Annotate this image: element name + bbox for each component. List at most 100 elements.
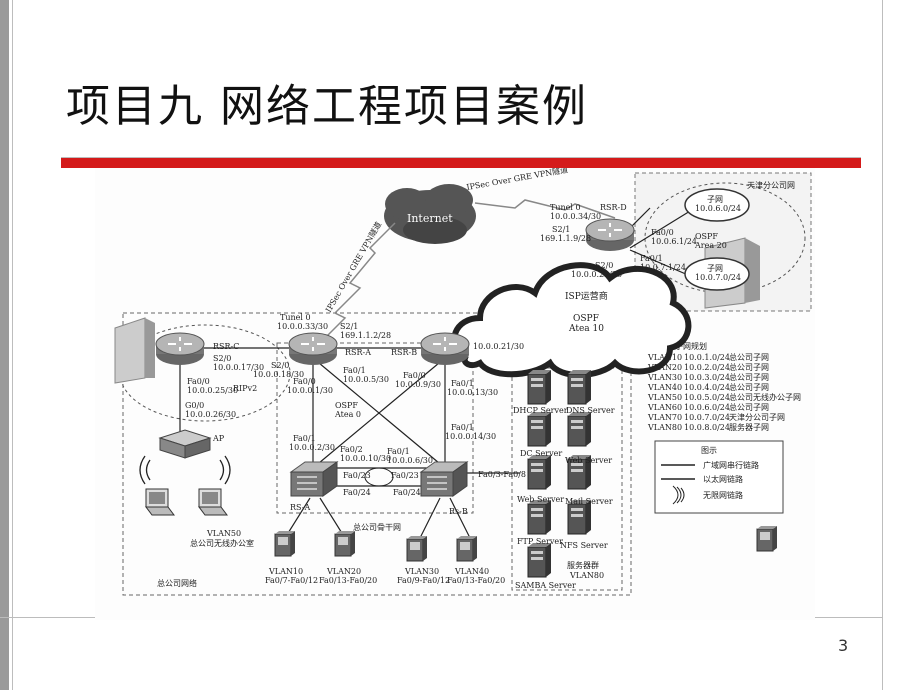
- core-ospf: OSPF: [335, 401, 358, 410]
- dns-server-label: DNS Server: [566, 406, 615, 415]
- vlan40-ports: Fa0/13-Fa0/20: [447, 576, 505, 585]
- dc-server-icon: [527, 411, 552, 447]
- vlan20-ports: Fa0/13-Fa0/20: [319, 576, 377, 585]
- rsb-fa01-ip: 10.0.0.6/30: [387, 456, 433, 465]
- rsrd-fa00: Fa0/0: [651, 228, 674, 237]
- switch-rs-b-icon: [420, 461, 468, 497]
- samba-server-icon: [527, 542, 552, 578]
- router-rsr-b-icon: [420, 332, 470, 366]
- rsrd-s21-ip: 169.1.1.9/28: [540, 234, 591, 243]
- tianjin-subnet2: 子网: [707, 264, 723, 273]
- internet-cloud: [384, 184, 476, 244]
- rsrb-fa00-ip: 10.0.0.9/30: [395, 380, 441, 389]
- plan-row-net: 10.0.6.0/24: [684, 403, 730, 412]
- legend-title: 图示: [701, 446, 717, 455]
- rsrd-s20-ip: 10.0.0.22/30: [571, 270, 622, 279]
- nfs-server-label: NFS Server: [560, 541, 608, 550]
- rsrd-fa01: Fa0/1: [640, 254, 663, 263]
- rsrd-tunel: Tunel 0: [550, 203, 581, 212]
- server-group-label: 服务器群: [567, 560, 599, 570]
- rsrd-tunel-ip: 10.0.0.34/30: [550, 212, 601, 221]
- rsra-s21: S2/1: [340, 322, 358, 331]
- wireless-vlan: VLAN50: [206, 529, 241, 538]
- router-rsr-d-icon: [585, 218, 635, 252]
- router-rsr-c-icon: [155, 332, 205, 366]
- rsrd-fa00-ip: 10.0.6.1/24: [651, 237, 697, 246]
- aggregation-ring: [364, 467, 394, 487]
- server-region: [511, 367, 623, 591]
- rsrb-fa01-ip: 10.0.0.13/30: [447, 388, 498, 397]
- rsa-fa01-ip: 10.0.0.2/30: [289, 443, 335, 452]
- plan-row-desc: 服务器子网: [729, 422, 769, 432]
- rsrc-s20: S2/0: [213, 354, 231, 363]
- tianjin-subnet1-ip: 10.0.6.0/24: [695, 204, 741, 213]
- plan-row-vlan: VLAN70: [647, 413, 682, 422]
- plan-row-vlan: VLAN80: [647, 423, 682, 432]
- tianjin-title: 天津分公司网: [747, 180, 795, 190]
- rsra-fa00-ip: 10.0.0.1/30: [287, 386, 333, 395]
- tunnel-link-d: [474, 199, 616, 219]
- pc-icon: [456, 535, 478, 562]
- pc-icon: [274, 530, 296, 557]
- plan-row-desc: 总公司子网: [729, 352, 769, 362]
- rsrd-fa01-ip: 10.0.7.1/24: [640, 263, 686, 272]
- rsa-fa02: Fa0/2: [340, 445, 363, 454]
- dns-server-icon: [567, 369, 592, 405]
- tianjin-ospf: OSPF: [695, 232, 718, 241]
- ftp-server-label: FTP Server: [517, 537, 563, 546]
- tianjin-subnet2-ip: 10.0.7.0/24: [695, 273, 741, 282]
- rsra-tunel-ip: 10.0.0.33/30: [277, 322, 328, 331]
- plan-row-vlan: VLAN10: [647, 353, 682, 362]
- rsb-fa023: Fa0/23: [391, 471, 419, 480]
- tianjin-subnet1-cloud: [684, 188, 750, 222]
- ap-g00: G0/0: [185, 401, 204, 410]
- rsra-s20-ip: 10.0.0.18/30: [253, 370, 304, 379]
- rsb-fa01b: Fa0/1: [451, 423, 474, 432]
- vlan30-name: VLAN30: [404, 567, 439, 576]
- rsb-name: Rs-B: [449, 507, 468, 516]
- rsra-fa00: Fa0/0: [293, 377, 316, 386]
- core-area: Atea 0: [334, 410, 361, 419]
- isp-area-label: Atea 10: [568, 324, 604, 334]
- rsra-tunel: Tunel 0: [280, 313, 311, 322]
- rsrb-s20-ip: 10.0.0.21/30: [473, 342, 524, 351]
- ethernet-links: [179, 207, 696, 539]
- rsa-fa02-ip: 10.0.0.10/30: [340, 454, 391, 463]
- rsrb-name: RSR-B: [391, 348, 417, 357]
- rsrc-name: RSR-C: [213, 342, 239, 351]
- router-rsr-a-icon: [288, 332, 338, 366]
- pc-icon: [406, 535, 428, 562]
- web-server-icon: [527, 454, 552, 490]
- wireless-waves-icon: [139, 455, 231, 485]
- subnet-plan-table: 子网规划 VLAN10 10.0.1.0/24 总公司子网 VLAN20 10.…: [647, 341, 801, 432]
- rsb-fa038: Fa0/3-Fa0/8: [478, 470, 526, 479]
- web-server-label: Web Server: [565, 456, 612, 465]
- rsrc-fa00: Fa0/0: [187, 377, 210, 386]
- mail-server-label: Mail Server: [565, 497, 613, 506]
- ap-name: AP: [212, 434, 225, 443]
- rsra-s21-ip: 169.1.1.2/28: [340, 331, 391, 340]
- plan-row-net: 10.0.7.0/24: [684, 413, 730, 422]
- plan-row-desc: 总公司无线办公子网: [729, 392, 801, 402]
- backbone-label: 总公司骨干网: [353, 522, 401, 532]
- slide-title: 项目九 网络工程项目案例: [66, 81, 588, 132]
- left-edge-line: [12, 0, 13, 690]
- vlan30-ports: Fa0/9-Fa0/12: [397, 576, 450, 585]
- plan-row-net: 10.0.5.0/24: [684, 393, 730, 402]
- rsra-fa01-ip: 10.0.0.5/30: [343, 375, 389, 384]
- tianjin-subnet1: 子网: [707, 195, 723, 204]
- rsrd-name: RSR-D: [600, 203, 627, 212]
- web-server2-label: Web Server: [517, 495, 564, 504]
- legend-wireless: 无限网链路: [703, 490, 743, 500]
- plan-row-desc: 总公司子网: [729, 372, 769, 382]
- legend-eth: 以太网链路: [703, 474, 743, 484]
- page-number: 3: [838, 636, 849, 655]
- ap-g00-ip: 10.0.0.26/30: [185, 410, 236, 419]
- legend-wan: 广域网串行链路: [703, 460, 759, 470]
- isp-ospf-label: OSPF: [573, 314, 599, 324]
- right-edge-line: [882, 0, 883, 690]
- rsrc-ripv2: RIPv2: [233, 384, 257, 393]
- isp-label: ISP运营商: [565, 290, 608, 302]
- hq-building-icon: [114, 317, 155, 384]
- wireless-name: 总公司无线办公室: [190, 538, 254, 548]
